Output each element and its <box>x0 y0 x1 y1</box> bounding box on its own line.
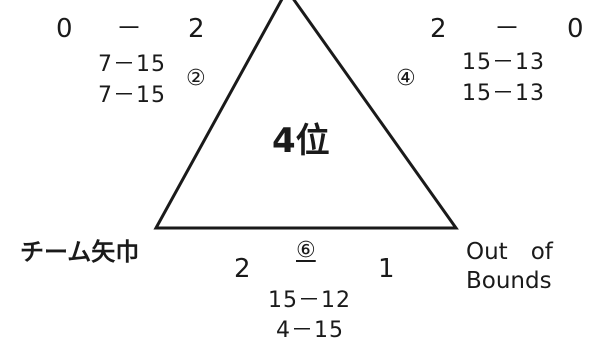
right-match-team-b-sets: 0 <box>567 14 584 44</box>
triangle-outline <box>153 0 459 230</box>
left-match-set1: 7－15 <box>98 52 166 77</box>
bottom-match-order: ⑥ <box>296 238 316 263</box>
left-match-team-a-sets: 0 <box>56 14 73 44</box>
right-match-set1: 15－13 <box>462 50 545 75</box>
left-match-order: ② <box>186 66 206 91</box>
bottom-match-team-b-sets: 1 <box>378 254 395 284</box>
left-match-set2: 7－15 <box>98 83 166 108</box>
left-match-dash: － <box>116 14 143 44</box>
rank-label: 4位 <box>272 121 330 161</box>
team-bottom-left: チーム矢巾 <box>20 238 140 266</box>
right-match-set2: 15－13 <box>462 81 545 106</box>
team-bottom-right: Out of Bounds <box>466 238 553 296</box>
right-match-order: ④ <box>396 66 416 91</box>
bottom-match-set2: 4－15 <box>276 318 344 343</box>
right-match-dash: － <box>494 14 521 44</box>
team-bottom-right-line1: Out of <box>466 239 553 265</box>
team-bottom-right-line2: Bounds <box>466 267 552 294</box>
bottom-match-set1: 15－12 <box>268 288 351 313</box>
right-match-team-a-sets: 2 <box>430 14 447 44</box>
left-match-team-b-sets: 2 <box>188 14 205 44</box>
bottom-match-team-a-sets: 2 <box>234 254 251 284</box>
